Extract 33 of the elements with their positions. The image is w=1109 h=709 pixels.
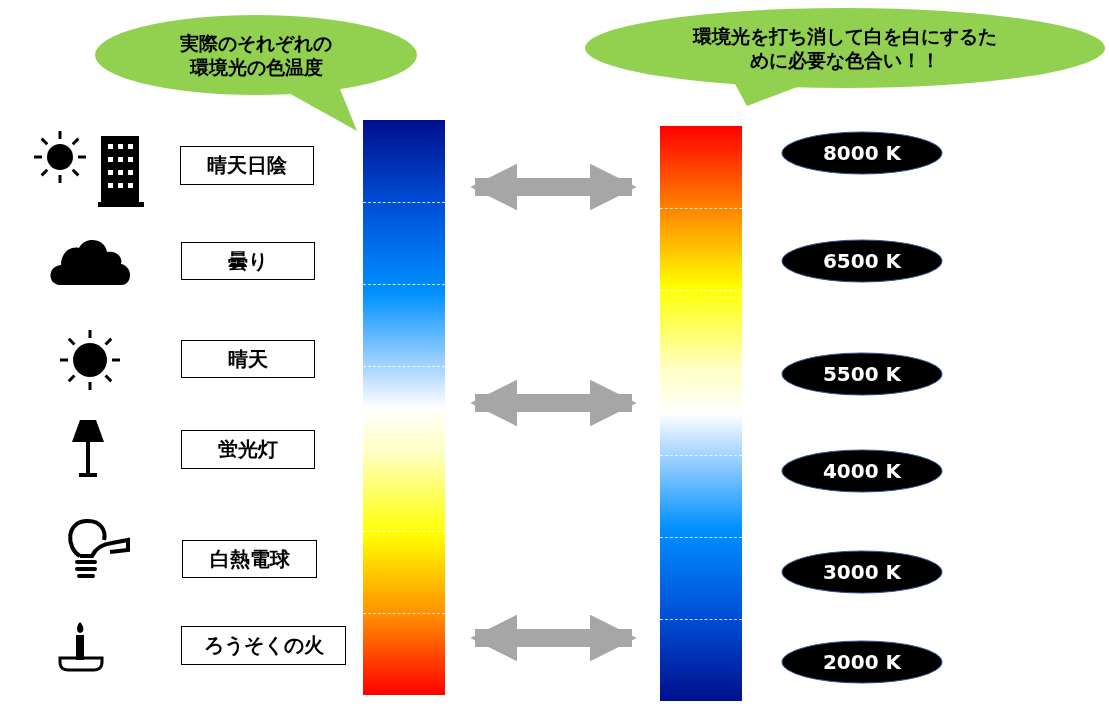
double-arrow [470,614,637,662]
kelvin-value-pill [782,353,942,395]
kelvin-value-pill [782,641,942,683]
label-text: 白熱電球 [209,545,290,573]
speech-bubble [95,15,417,133]
color-temperature-bar [363,120,445,695]
double-arrow [470,163,637,211]
kelvin-text: 6500 K [822,249,902,273]
light-source-label [181,340,315,378]
bubble-text: 環境光を打ち消して白を白にするために必要な色合い！！ [693,24,997,72]
light-source-label [180,146,314,185]
label-text: 晴天日陰 [207,152,287,179]
label-text: 蛍光灯 [218,436,278,463]
kelvin-text: 2000 K [822,650,902,674]
label-text: 晴天 [228,345,268,373]
light-source-label [181,626,346,665]
light-source-label [181,430,315,469]
bubble-text: 実際のそれぞれの環境光の色温度 [179,31,333,79]
light-source-label [181,242,315,280]
kelvin-value-pill [782,240,942,282]
kelvin-value-pill [782,132,942,174]
light-source-label [182,540,317,578]
kelvin-text: 5500 K [822,362,902,386]
color-temperature-bar [660,126,742,701]
kelvin-value-pill [782,450,942,492]
kelvin-value-pill [782,551,942,593]
speech-bubble [585,8,1105,108]
label-text: 曇り [228,247,268,275]
kelvin-text: 4000 K [822,459,902,483]
double-arrow [470,379,637,427]
kelvin-text: 8000 K [822,141,902,165]
label-text: ろうそくの火 [203,632,324,659]
kelvin-text: 3000 K [822,560,902,584]
